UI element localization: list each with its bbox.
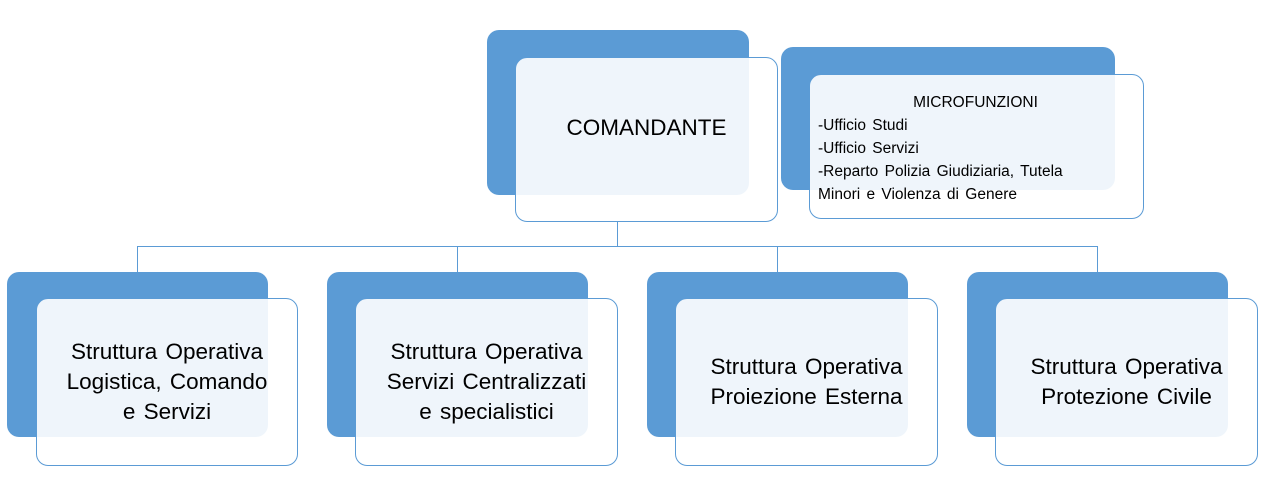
root-node-label: COMANDANTE [566,114,727,140]
microfunzioni-front-box: MICROFUNZIONI -Ufficio Studi -Ufficio Se… [809,74,1144,219]
microfunzioni-title: MICROFUNZIONI [913,94,1038,111]
child-node-front-box: Struttura Operativa Proiezione Esterna [675,298,938,466]
microfunzioni-item-ufficio-servizi: -Ufficio Servizi [818,140,919,157]
child-node-label: Struttura Operativa Logistica, Comando e… [66,339,268,424]
root-node-front-box: COMANDANTE [515,57,778,222]
child-node-label: Struttura Operativa Servizi Centralizzat… [386,339,587,424]
child-node-front-box: Struttura Operativa Protezione Civile [995,298,1258,466]
child-node-front-box: Struttura Operativa Servizi Centralizzat… [355,298,618,466]
child-node-label: Struttura Operativa Protezione Civile [1030,354,1223,409]
microfunzioni-item-reparto-polizia: -Reparto Polizia Giudiziaria, Tutela Min… [818,163,1063,203]
child-node-label: Struttura Operativa Proiezione Esterna [710,354,903,409]
microfunzioni-item-ufficio-studi: -Ufficio Studi [818,117,908,134]
child-node-front-box: Struttura Operativa Logistica, Comando e… [36,298,298,466]
